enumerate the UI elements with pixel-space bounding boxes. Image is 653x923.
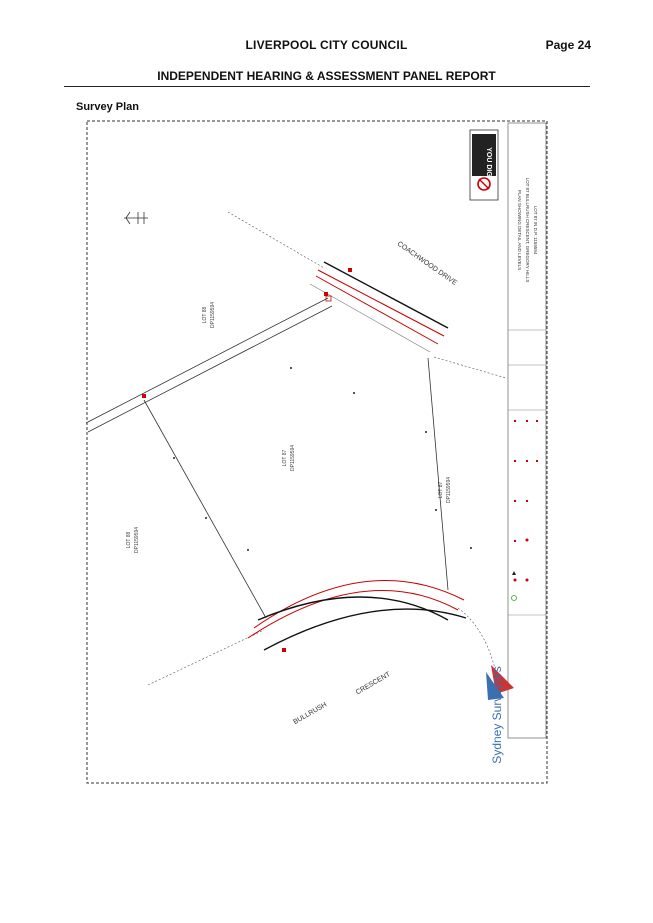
lot-dp-north: DP1159594 [210, 302, 216, 328]
lot-label-subject: LOT 87 [282, 449, 288, 466]
title-line-1: PLAN SHOWING DETAIL AND LEVELS [517, 190, 522, 270]
survey-plan: YOU DIG PLAN SHOWING DETAIL AND LEVELS L… [86, 120, 548, 784]
lot-label-east: LOT 87 [438, 481, 444, 498]
company-name: Sydney Surveyors [490, 666, 504, 763]
header-rule [64, 86, 590, 87]
title-block: YOU DIG PLAN SHOWING DETAIL AND LEVELS L… [469, 122, 547, 739]
sydney-surveyors-logo: Sydney Surveyors [486, 665, 514, 764]
lot-label-north: LOT 88 [202, 306, 208, 323]
coachwood-drive-kerb [309, 261, 449, 353]
lot-label-west: LOT 88 [126, 531, 132, 548]
title-line-3: LOT 87 IN D.P. 1159594 [533, 206, 538, 255]
survey-points [142, 268, 472, 652]
legend [511, 420, 538, 601]
section-title: Survey Plan [76, 101, 139, 113]
street-label-coachwood: COACHWOOD DRIVE [396, 240, 459, 287]
report-title: INDEPENDENT HEARING & ASSESSMENT PANEL R… [157, 69, 496, 83]
dial-before-you-dig-logo: YOU DIG [469, 129, 499, 201]
lot-dp-west: DP1159594 [134, 527, 140, 553]
lot-dp-east: DP1159594 [446, 477, 452, 503]
title-line-2: LOT 87 BULLRUSH CRESCENT, GREGORY HILLS [525, 178, 530, 283]
street-label-crescent: CRESCENT [355, 671, 392, 697]
lot-boundaries [86, 297, 449, 619]
dial-text: YOU DIG [485, 147, 492, 177]
north-arrow-icon [124, 211, 148, 225]
bullrush-crescent-kerb [247, 580, 467, 651]
street-label-bullrush: BULLRUSH [292, 701, 328, 726]
lot-dp-subject: DP1159594 [290, 445, 296, 471]
page-header-org: LIVERPOOL CITY COUNCIL [245, 38, 408, 52]
page-number: Page 24 [545, 38, 591, 52]
